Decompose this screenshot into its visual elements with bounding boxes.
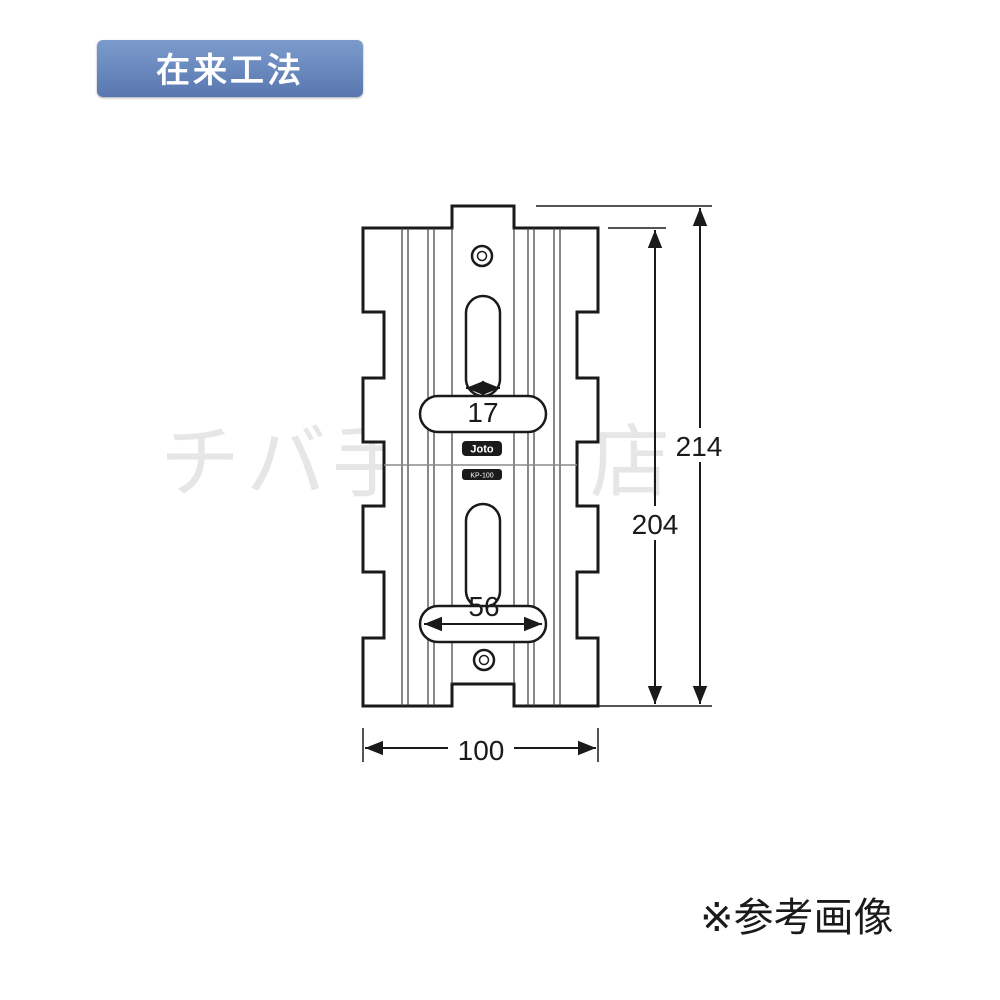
horizontal-slot-upper bbox=[418, 394, 548, 434]
screw-hole-bottom bbox=[472, 648, 496, 672]
dim-body-height-label: 204 bbox=[632, 509, 679, 540]
method-badge: 在来工法 bbox=[97, 40, 363, 97]
dim-slot-length-label: 56 bbox=[468, 591, 499, 622]
model-mark-text: KP-100 bbox=[470, 473, 493, 480]
reference-image-note: ※参考画像 bbox=[700, 895, 894, 941]
vertical-slot-upper bbox=[464, 294, 502, 398]
dim-slot-width-label: 17 bbox=[467, 397, 498, 428]
dim-body-height bbox=[608, 227, 666, 704]
brand-logo: Joto bbox=[462, 441, 502, 456]
screw-hole-top bbox=[470, 244, 494, 268]
method-badge-label: 在来工法 bbox=[156, 51, 304, 91]
brand-logo-text: Joto bbox=[470, 444, 494, 456]
dim-width-label: 100 bbox=[458, 735, 505, 766]
model-mark: KP-100 bbox=[462, 469, 502, 480]
dim-total-height-label: 214 bbox=[676, 431, 723, 462]
